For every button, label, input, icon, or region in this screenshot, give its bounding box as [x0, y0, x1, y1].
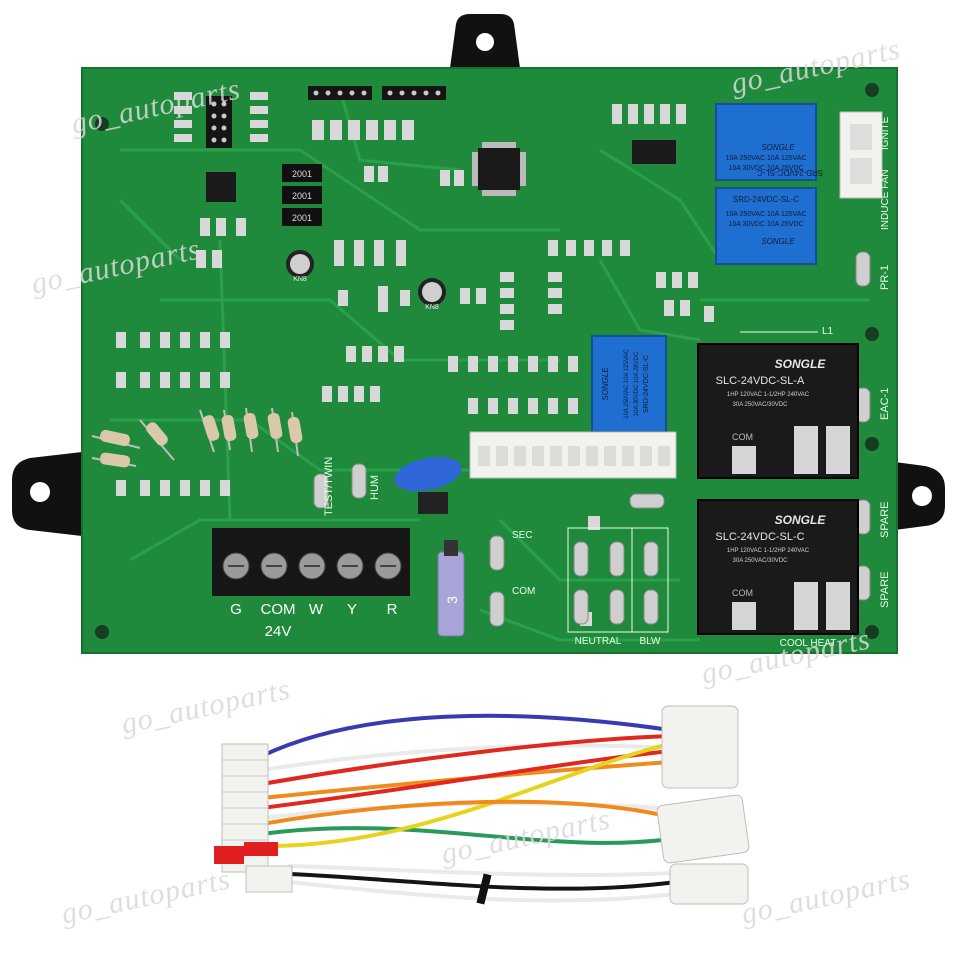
label-com: COM — [512, 586, 535, 597]
harness-connector-right-bottom — [669, 863, 749, 905]
label-ignite: IGNITE — [880, 116, 891, 150]
svg-text:SRD-24VDC-SL-C: SRD-24VDC-SL-C — [733, 195, 799, 204]
wire-black — [288, 872, 692, 891]
wire-harness — [260, 713, 692, 903]
capacitor-mark: KN8 — [293, 276, 307, 283]
fuse-mark: 3 — [444, 596, 460, 604]
wire-white-3 — [288, 864, 692, 878]
ceramic-capacitor — [394, 456, 462, 492]
spade-terminals — [313, 251, 871, 627]
label-test-twin: TEST/TWIN — [323, 457, 335, 516]
label-l1: L1 — [822, 326, 834, 337]
label-eac1: EAC-1 — [879, 388, 891, 420]
label-inducer-fan: INDUCE FAN — [880, 169, 891, 230]
svg-text:SONGLE: SONGLE — [775, 513, 827, 527]
label-blw: BLW — [640, 636, 661, 647]
terminal-label-g: G — [230, 601, 242, 618]
svg-text:SONGLE: SONGLE — [761, 237, 795, 246]
svg-text:10A 250VAC 10A 125VAC: 10A 250VAC 10A 125VAC — [725, 155, 806, 162]
smd-component — [418, 492, 448, 514]
capacitor-mark: KN8 — [425, 304, 439, 311]
wire-blue — [260, 713, 672, 758]
svg-text:1HP 120VAC 1-1/2HP 240VAC: 1HP 120VAC 1-1/2HP 240VAC — [727, 548, 810, 554]
ic-chip — [632, 140, 676, 164]
wire-yellow — [260, 742, 672, 849]
svg-text:10A 30VDC 10A 28VDC: 10A 30VDC 10A 28VDC — [634, 351, 640, 416]
big-relay-1: SONGLE SLC-24VDC-SL-A 1HP 120VAC 1-1/2HP… — [697, 343, 859, 479]
wire-white — [260, 743, 672, 772]
resistor-code: 2001 — [292, 169, 312, 179]
label-sec: SEC — [512, 530, 533, 541]
terminal-voltage-label: 24V — [265, 623, 292, 640]
small-relay-2: SRD-24VDC-SL-C 10A 250VAC 10A 125VAC 10A… — [715, 187, 817, 265]
thermostat-terminal-block — [212, 528, 410, 596]
wire-white-4 — [288, 880, 692, 903]
resistor-bodies — [99, 412, 303, 468]
smd-resistors — [282, 164, 322, 226]
resistor-code: 2001 — [292, 213, 312, 223]
harness-connector-small — [245, 865, 293, 893]
red-terminal-1 — [214, 846, 244, 864]
svg-text:30A 250VAC/30VDC: 30A 250VAC/30VDC — [733, 558, 789, 564]
terminal-label-y: Y — [347, 601, 357, 618]
label-neutral: NEUTRAL — [575, 636, 622, 647]
label-spare-1: SPARE — [879, 502, 891, 538]
microcontroller-chip — [478, 148, 520, 190]
board-screw — [865, 625, 879, 639]
mount-hole-top — [476, 33, 494, 51]
svg-text:1HP 120VAC 1-1/2HP 240VAC: 1HP 120VAC 1-1/2HP 240VAC — [727, 392, 810, 398]
harness-connector-right-top — [661, 705, 739, 789]
red-terminal-2 — [244, 842, 278, 856]
svg-text:SRD-24VDC-SL-C: SRD-24VDC-SL-C — [757, 168, 823, 177]
wire-red — [260, 734, 672, 786]
mount-hole-right — [912, 486, 932, 506]
big-relay-2: SONGLE SLC-24VDC-SL-C 1HP 120VAC 1-1/2HP… — [697, 499, 859, 635]
board-screw — [95, 117, 109, 131]
label-hum: HUM — [369, 475, 381, 500]
svg-text:10A 250VAC 10A 125VAC: 10A 250VAC 10A 125VAC — [624, 349, 630, 419]
board-screw — [865, 437, 879, 451]
wire-orange-2 — [260, 799, 692, 826]
small-relay-1: SRD-24VDC-SL-C 10A 250VAC 10A 125VAC 10A… — [715, 103, 823, 181]
svg-text:10A 30VDC 10A 28VDC: 10A 30VDC 10A 28VDC — [728, 165, 803, 172]
label-spare-2: SPARE — [879, 572, 891, 608]
svg-text:SRD-24VDC-SL-C: SRD-24VDC-SL-C — [643, 355, 650, 413]
wire-green — [260, 826, 692, 845]
electrolytic-capacitor — [286, 250, 446, 306]
svg-text:SONGLE: SONGLE — [775, 357, 827, 371]
svg-text:10A 250VAC 10A 125VAC: 10A 250VAC 10A 125VAC — [725, 211, 806, 218]
board-screw — [95, 625, 109, 639]
smd-components — [116, 92, 714, 626]
mount-hole-left — [30, 482, 50, 502]
resistor-code: 2001 — [292, 191, 312, 201]
small-relay-3: SONGLE SRD-24VDC-SL-C 10A 250VAC 10A 125… — [591, 335, 667, 433]
label-pr1: PR-1 — [879, 265, 891, 290]
board-screw — [865, 83, 879, 97]
svg-text:SONGLE: SONGLE — [601, 367, 610, 401]
terminal-label-com: COM — [261, 601, 296, 618]
pcb-traces — [110, 89, 870, 642]
svg-text:SONGLE: SONGLE — [761, 143, 795, 152]
ic-chip — [206, 172, 236, 202]
svg-text:10A 30VDC 10A 28VDC: 10A 30VDC 10A 28VDC — [728, 221, 803, 228]
svg-text:30A 250VAC/30VDC: 30A 250VAC/30VDC — [733, 402, 789, 408]
svg-text:SLC-24VDC-SL-C: SLC-24VDC-SL-C — [715, 531, 804, 543]
terminal-label-r: R — [387, 601, 398, 618]
control-board: 2001 2001 2001 — [12, 14, 945, 654]
board-screw — [865, 327, 879, 341]
label-cool-heat: COOL HEAT — [780, 638, 837, 649]
fuse — [437, 551, 465, 637]
cable-tie — [476, 873, 492, 905]
svg-text:COM: COM — [732, 432, 753, 442]
svg-text:SLC-24VDC-SL-A: SLC-24VDC-SL-A — [716, 375, 805, 387]
harness-connector-right-mid — [656, 794, 750, 864]
svg-text:COM: COM — [732, 588, 753, 598]
terminal-label-w: W — [309, 601, 324, 618]
